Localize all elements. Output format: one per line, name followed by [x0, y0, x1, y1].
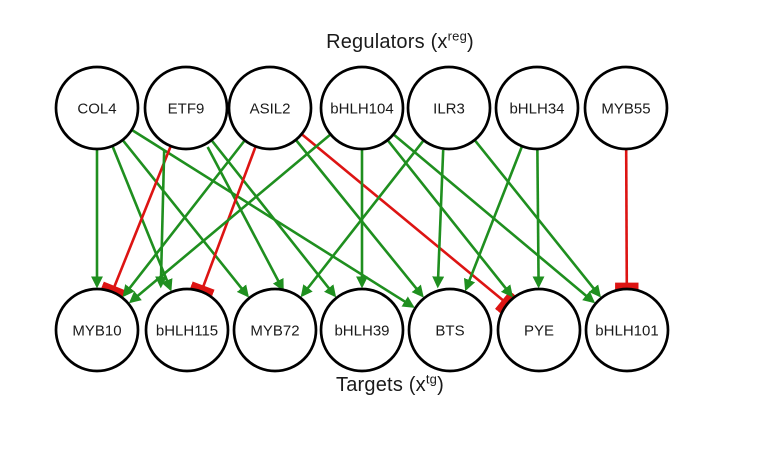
edge-bHLH104-MYB10-activation [128, 133, 331, 304]
node-label-ASIL2: ASIL2 [250, 100, 291, 117]
node-circle-ETF9 [143, 65, 229, 151]
node-circle-MYB10 [54, 287, 140, 373]
node-MYB10: MYB10 [54, 287, 140, 373]
node-circle-BTS [407, 287, 493, 373]
node-label-MYB55: MYB55 [601, 100, 650, 117]
node-MYB55: MYB55 [583, 65, 669, 151]
regulators-title-sup: reg [447, 28, 468, 44]
regulators-title-text: Regulators (x [326, 31, 448, 53]
node-bHLH34: bHLH34 [494, 65, 580, 151]
node-label-bHLH101: bHLH101 [595, 322, 658, 339]
node-COL4: COL4 [54, 65, 140, 151]
node-circle-MYB72 [232, 287, 318, 373]
targets-title: Targets (xtg) [15, 371, 765, 397]
node-circle-bHLH115 [144, 287, 230, 373]
edge-ETF9-bHLH39-activation [211, 140, 337, 298]
node-ILR3: ILR3 [406, 65, 492, 151]
node-circle-bHLH34 [494, 65, 580, 151]
node-label-ILR3: ILR3 [433, 100, 465, 117]
node-bHLH39: bHLH39 [319, 287, 405, 373]
node-bHLH104: bHLH104 [319, 65, 405, 151]
node-label-MYB10: MYB10 [72, 322, 121, 339]
edge-ASIL2-BTS-activation [295, 139, 424, 298]
node-label-MYB72: MYB72 [250, 322, 299, 339]
edge-ILR3-BTS-activation [432, 149, 445, 289]
edge-MYB55-bHLH101-inhibition [615, 149, 639, 290]
edge-bHLH34-PYE-activation [532, 149, 545, 289]
edges-layer [91, 129, 639, 314]
node-label-bHLH104: bHLH104 [330, 100, 393, 117]
edge-ETF9-bHLH115-activation [155, 149, 168, 289]
node-circle-bHLH101 [584, 287, 670, 373]
node-bHLH115: bHLH115 [144, 287, 230, 373]
node-ASIL2: ASIL2 [227, 65, 313, 151]
node-label-bHLH34: bHLH34 [509, 100, 564, 117]
node-label-PYE: PYE [524, 322, 554, 339]
node-circle-ASIL2 [227, 65, 313, 151]
edge-ILR3-MYB72-activation [300, 140, 425, 298]
node-label-bHLH39: bHLH39 [334, 322, 389, 339]
edge-bHLH34-BTS-activation [463, 146, 523, 292]
node-circle-bHLH104 [319, 65, 405, 151]
regulators-title-close: ) [467, 31, 474, 53]
node-label-bHLH115: bHLH115 [156, 322, 218, 339]
node-label-COL4: COL4 [77, 100, 116, 117]
node-MYB72: MYB72 [232, 287, 318, 373]
targets-title-close: ) [437, 374, 444, 396]
node-circle-bHLH39 [319, 287, 405, 373]
edge-bHLH104-PYE-activation [387, 140, 514, 298]
nodes-layer: COL4 ETF9 ASIL2 bHLH104 ILR3 bHLH34 MYB55MYB10… [54, 65, 670, 373]
edge-ETF9-MYB10-inhibition [101, 146, 172, 297]
targets-title-sup: tg [425, 371, 438, 387]
node-ETF9: ETF9 [143, 65, 229, 151]
node-label-ETF9: ETF9 [168, 100, 205, 117]
node-label-BTS: BTS [435, 322, 464, 339]
node-circle-COL4 [54, 65, 140, 151]
edge-ASIL2-MYB10-activation [122, 140, 246, 298]
node-circle-ILR3 [406, 65, 492, 151]
node-PYE: PYE [496, 287, 582, 373]
node-bHLH101: bHLH101 [584, 287, 670, 373]
regulators-title: Regulators (xreg) [35, 28, 765, 54]
node-circle-MYB55 [583, 65, 669, 151]
node-BTS: BTS [407, 287, 493, 373]
node-circle-PYE [496, 287, 582, 373]
targets-title-text: Targets (x [336, 374, 426, 396]
